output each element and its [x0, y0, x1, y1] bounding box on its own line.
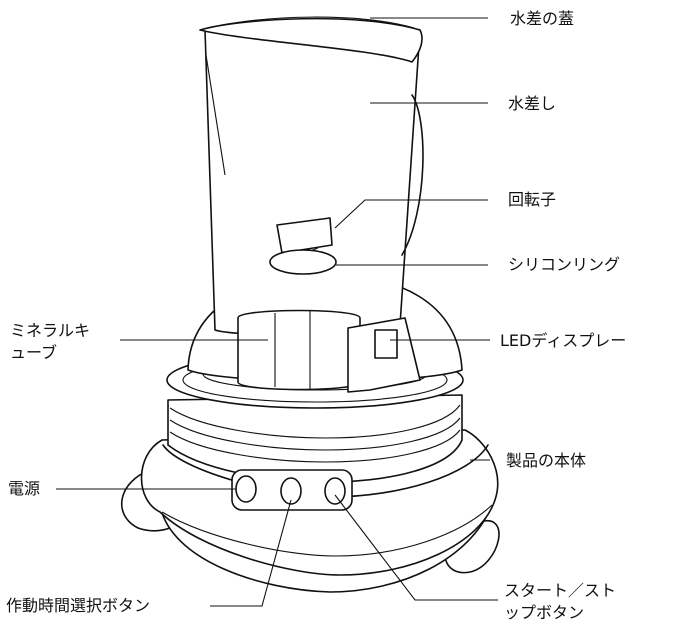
- label-pitcher: 水差し: [508, 94, 557, 113]
- timer-button: [280, 477, 302, 505]
- pitcher-handle: [401, 94, 424, 256]
- label-rotor: 回転子: [508, 190, 557, 209]
- label-power: 電源: [8, 479, 41, 498]
- label-led-display: LEDディスプレー: [500, 331, 627, 350]
- leader-rotor: [334, 199, 488, 229]
- start-stop-button: [324, 477, 346, 505]
- label-start-stop-line1: スタート／スト: [504, 581, 617, 600]
- power-button: [235, 475, 257, 503]
- label-start-stop-line2: ップボタン: [504, 603, 585, 622]
- label-body: 製品の本体: [506, 451, 587, 470]
- label-mineral-tube: ミネラルキ ューブ: [10, 320, 110, 364]
- leader-start: [334, 494, 498, 601]
- label-mineral-tube-line2: ューブ: [10, 343, 58, 362]
- label-lid: 水差の蓋: [510, 9, 575, 28]
- label-silicone-ring: シリコンリング: [508, 255, 621, 274]
- rotor: [276, 217, 333, 254]
- label-timer-button: 作動時間選択ボタン: [6, 596, 151, 615]
- silicone-ring: [269, 249, 337, 275]
- leader-timer: [210, 499, 292, 607]
- led-display: [374, 329, 398, 359]
- label-mineral-tube-line1: ミネラルキ: [10, 321, 91, 340]
- pitcher: [204, 29, 421, 336]
- mineral-tube: [237, 309, 361, 391]
- label-start-stop: スタート／スト ップボタン: [504, 580, 674, 624]
- lid: [199, 17, 423, 63]
